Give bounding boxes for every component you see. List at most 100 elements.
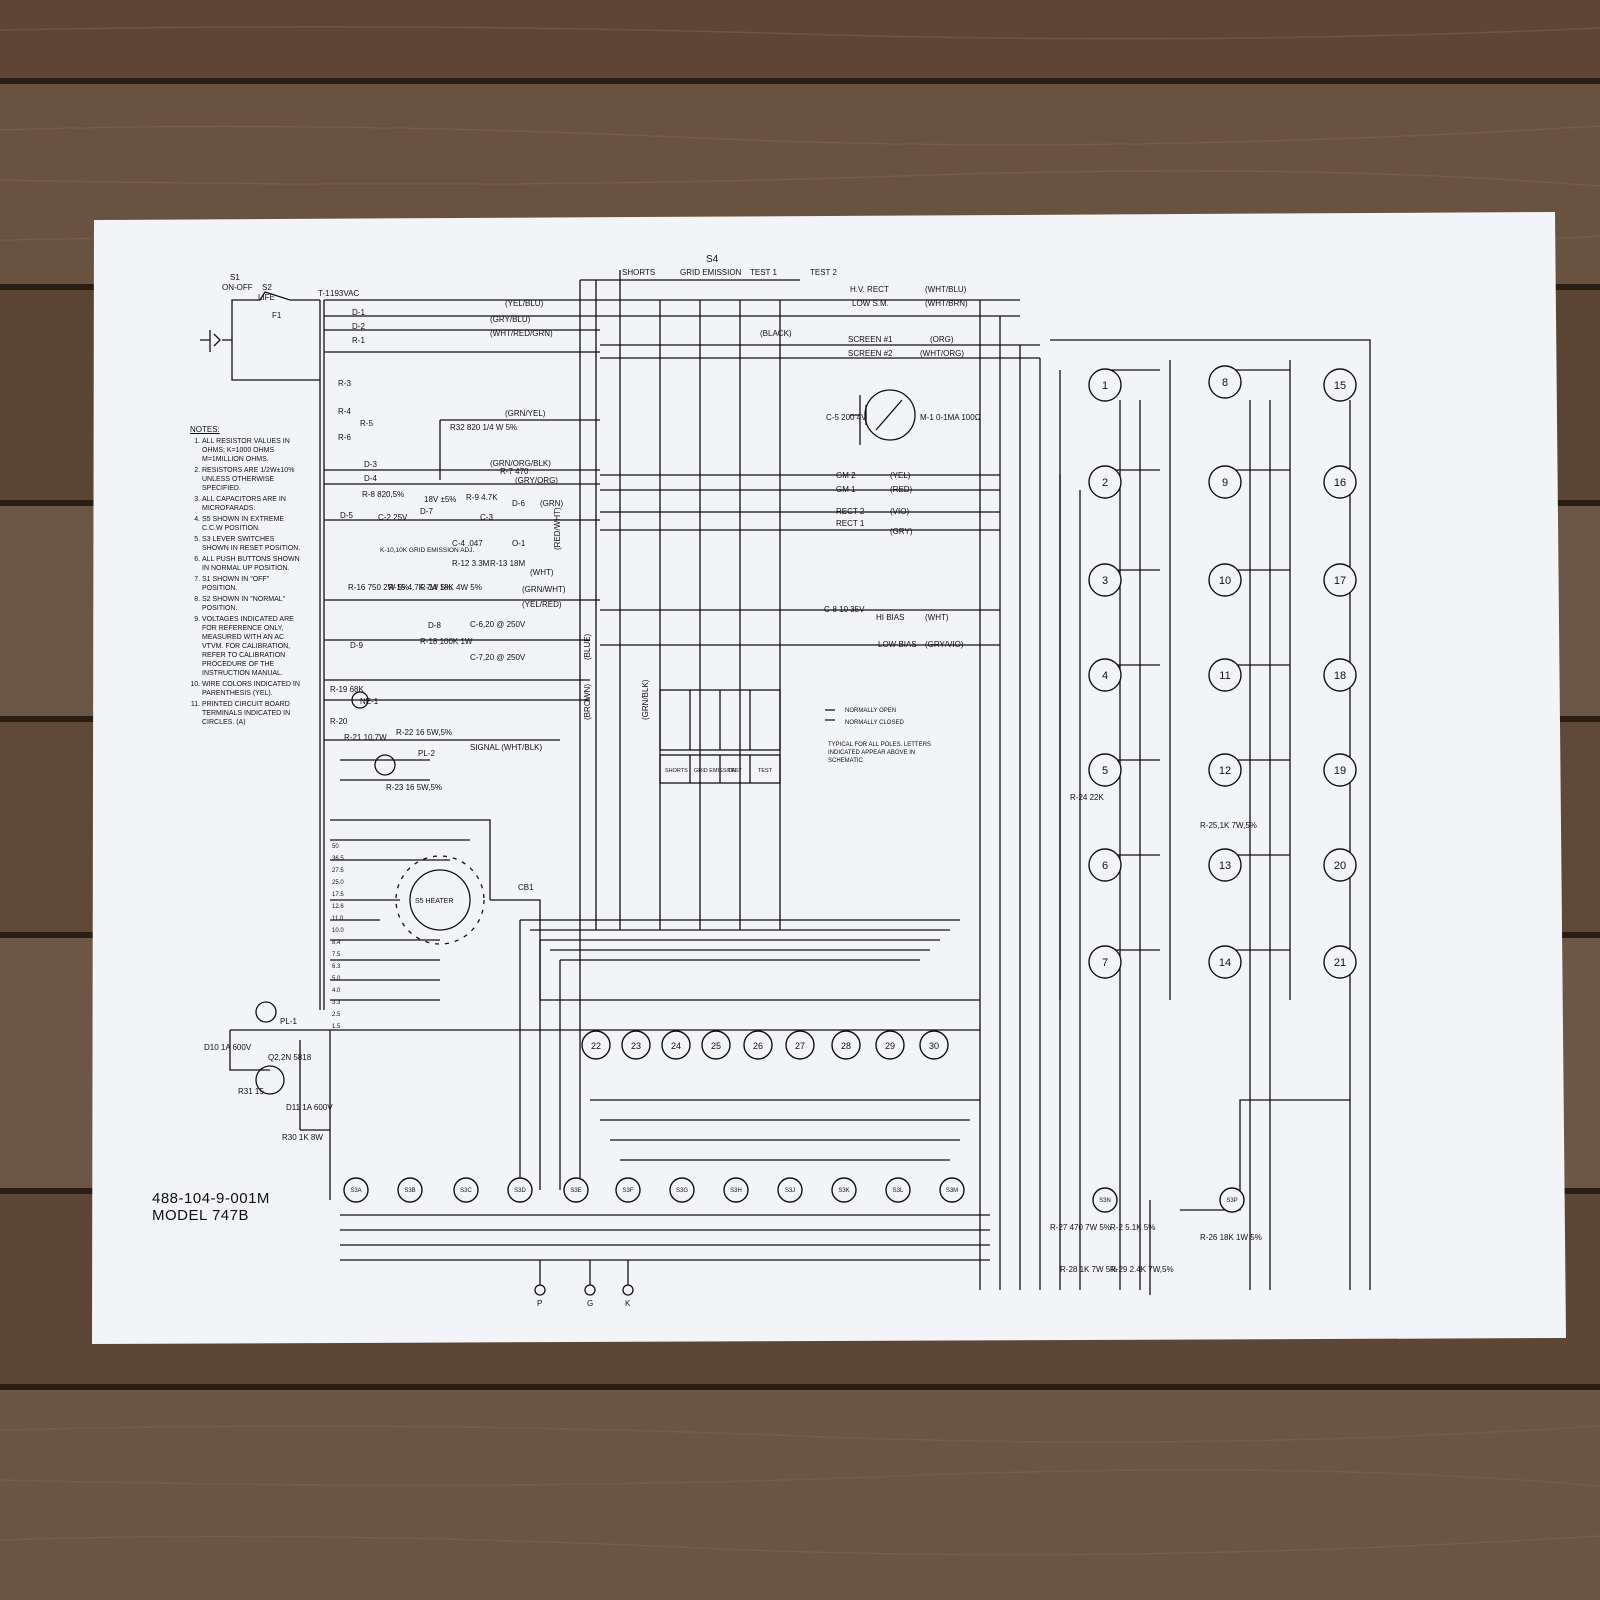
wire-label: (RED/WHT) bbox=[553, 507, 562, 550]
socket-label: 19 bbox=[1334, 765, 1346, 777]
socket-label: 8 bbox=[1222, 377, 1228, 389]
r18-label: R-18 100K 1W bbox=[420, 637, 473, 646]
note-item: VOLTAGES INDICATED ARE FOR REFERENCE ONL… bbox=[202, 615, 302, 678]
socket-21 bbox=[1323, 945, 1357, 979]
wire-label: (GRN/ORG/BLK) bbox=[490, 459, 551, 468]
selector-label: S3C bbox=[460, 1188, 472, 1194]
socket-19 bbox=[1323, 753, 1357, 787]
d9-label: D-9 bbox=[350, 641, 363, 650]
r22-label: R-22 16 5W,5% bbox=[396, 728, 452, 737]
note-item: PRINTED CIRCUIT BOARD TERMINALS INDICATE… bbox=[202, 700, 302, 727]
r7-label: R-7 470 bbox=[500, 467, 529, 476]
socket-label: 4 bbox=[1102, 670, 1108, 682]
r21-label: R-21 10,7W bbox=[344, 733, 387, 742]
bus-label: GM 1 bbox=[836, 485, 856, 494]
terminal-g: G bbox=[587, 1299, 593, 1308]
s4-pos-grid: GRID EMISSION bbox=[680, 268, 742, 277]
c7-label: C-7,20 @ 250V bbox=[470, 653, 526, 662]
socket-8 bbox=[1208, 365, 1242, 399]
bus-label: HI BIAS bbox=[876, 613, 904, 622]
wire-label: (GRN/YEL) bbox=[505, 409, 546, 418]
socket-6 bbox=[1088, 848, 1122, 882]
socket-label: 13 bbox=[1219, 860, 1231, 872]
heater-voltage: 5.0 bbox=[332, 976, 341, 982]
r30-label: R30 1K 8W bbox=[282, 1133, 323, 1142]
d8-label: D-8 bbox=[428, 621, 441, 630]
c8-label: C-8 10 35V bbox=[824, 605, 865, 614]
paper-sheet bbox=[92, 212, 1566, 1344]
socket-label: 10 bbox=[1219, 575, 1231, 587]
d4-label: D-4 bbox=[364, 474, 377, 483]
bus-label: SCREEN #1 bbox=[848, 335, 893, 344]
t1-label: T-1 bbox=[318, 289, 330, 298]
socket-11 bbox=[1208, 658, 1242, 692]
s4-pos-test2: TEST 2 bbox=[810, 268, 838, 277]
wire-label: (WHT) bbox=[530, 568, 554, 577]
r5-label: R-5 bbox=[360, 419, 373, 428]
legend-normally-closed: NORMALLY CLOSED bbox=[845, 720, 904, 726]
selector-label: S3P bbox=[1226, 1198, 1237, 1204]
o1-label: O-1 bbox=[512, 539, 526, 548]
socket-label: 25 bbox=[711, 1041, 721, 1051]
socket-10 bbox=[1208, 563, 1242, 597]
wire-label: SIGNAL (WHT/BLK) bbox=[470, 743, 542, 752]
socket-label: 16 bbox=[1334, 477, 1346, 489]
socket-label: 7 bbox=[1102, 957, 1108, 969]
heater-voltage: 50 bbox=[332, 844, 339, 850]
legend-button: GRID EMISSION bbox=[694, 768, 736, 774]
legend-button: TEST bbox=[728, 768, 743, 774]
socket-label: 12 bbox=[1219, 765, 1231, 777]
d2-label: D-2 bbox=[352, 322, 365, 331]
pl2-label: PL-2 bbox=[418, 749, 435, 758]
socket-16 bbox=[1323, 465, 1357, 499]
socket-label: 15 bbox=[1334, 380, 1346, 392]
socket-label: 22 bbox=[591, 1041, 601, 1051]
r15-label: R-15 4.7K 7W 5% bbox=[388, 583, 452, 592]
r16-label: R-16 750 2W 5% bbox=[348, 583, 409, 592]
s5-label: S5 HEATER bbox=[415, 898, 453, 905]
r8-label: R-8 820,5% bbox=[362, 490, 404, 499]
wire-label: (YEL/RED) bbox=[522, 600, 562, 609]
wire-label: (GRY/BLU) bbox=[490, 315, 531, 324]
r3-label: R-3 bbox=[338, 379, 351, 388]
schematic-wiring bbox=[200, 270, 1371, 1296]
socket-label: 2 bbox=[1102, 477, 1108, 489]
socket-18 bbox=[1323, 658, 1357, 692]
bus-label: H.V. RECT bbox=[850, 285, 889, 294]
heater-voltage: 6.3 bbox=[332, 964, 341, 970]
heater-voltage: 8.4 bbox=[332, 940, 341, 946]
socket-label: 29 bbox=[885, 1041, 895, 1051]
d6-label: D-6 bbox=[512, 499, 525, 508]
wire-label: (BROWN) bbox=[583, 684, 592, 720]
bus-wire: (GRY/VIO) bbox=[925, 640, 964, 649]
d3-label: D-3 bbox=[364, 460, 377, 469]
r13-label: R-13 18M bbox=[490, 559, 525, 568]
selector-label: S3M bbox=[946, 1188, 958, 1194]
tube-sockets-right bbox=[1088, 365, 1357, 979]
notes-block: NOTES: ALL RESISTOR VALUES IN OHMS; K=10… bbox=[190, 425, 302, 729]
d11-label: D11 1A 600V bbox=[286, 1103, 333, 1112]
socket-3 bbox=[1088, 563, 1122, 597]
terminal-p: P bbox=[537, 1299, 542, 1308]
heater-voltage: 3.3 bbox=[332, 1000, 341, 1006]
wire-label: (WHT/RED/GRN) bbox=[490, 329, 553, 338]
note-item: S5 SHOWN IN EXTREME C.C.W POSITION. bbox=[202, 515, 302, 533]
wire-label: (GRN/BLK) bbox=[641, 679, 650, 720]
notes-title: NOTES: bbox=[190, 425, 220, 434]
selector-label: S3E bbox=[570, 1188, 581, 1194]
terminal-k: K bbox=[625, 1299, 631, 1308]
c3-label: C-3 bbox=[480, 513, 493, 522]
heater-voltage: 10.0 bbox=[332, 928, 344, 934]
socket-label: 24 bbox=[671, 1041, 681, 1051]
heater-voltage: 36.5 bbox=[332, 856, 344, 862]
heater-voltage: 25.0 bbox=[332, 880, 344, 886]
wire-label: (GRN) bbox=[540, 499, 563, 508]
socket-label: 23 bbox=[631, 1041, 641, 1051]
socket-2 bbox=[1088, 465, 1122, 499]
r26-label: R-26 18K 1W 5% bbox=[1200, 1233, 1262, 1242]
r9-label: R-9 4.7K bbox=[466, 493, 498, 502]
drawing-number: 488-104-9-001M bbox=[152, 1190, 270, 1207]
note-item: ALL CAPACITORS ARE IN MICROFARADS. bbox=[202, 495, 302, 513]
r27-label: R-27 470 7W 5% bbox=[1050, 1223, 1111, 1232]
socket-label: 9 bbox=[1222, 477, 1228, 489]
